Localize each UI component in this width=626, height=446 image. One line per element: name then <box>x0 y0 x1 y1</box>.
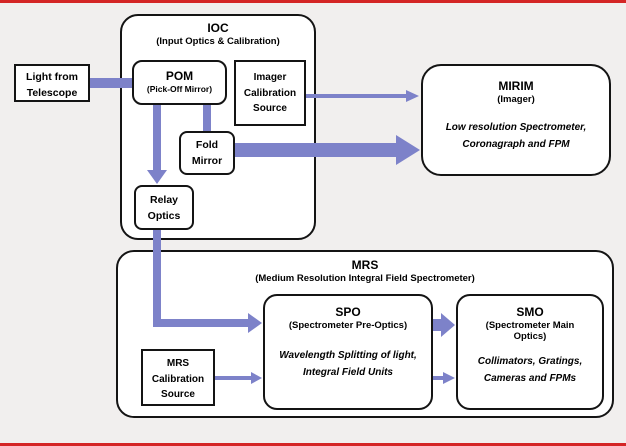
mirim-subtitle: (Imager) <box>497 94 535 105</box>
relay-optics-box: Relay Optics <box>134 185 194 230</box>
pom-box: POM (Pick-Off Mirror) <box>132 60 227 105</box>
mrscal-line2: Calibration <box>151 373 205 385</box>
smo-box: SMO (Spectrometer Main Optics) Collimato… <box>456 294 604 410</box>
fold-line1: Fold <box>195 139 219 151</box>
relay-optics-label: Relay Optics <box>136 193 192 225</box>
smo-title: SMO <box>516 305 544 319</box>
fold-mirror-box: Fold Mirror <box>179 131 235 175</box>
mrscal-line3: Source <box>161 389 195 400</box>
mrs-subtitle: (Medium Resolution Integral Field Spectr… <box>255 273 475 284</box>
mrs-calibration-source-label: MRS Calibration Source <box>143 356 213 403</box>
fold-mirror-label: Fold Mirror <box>181 138 233 170</box>
spo-box: SPO (Spectrometer Pre-Optics) Wavelength… <box>263 294 433 410</box>
mirim-description-line2: Coronagraph and FPM <box>462 139 570 151</box>
smo-description-line2: Cameras and FPMs <box>483 372 577 384</box>
smo-subtitle: (Spectrometer Main Optics) <box>485 320 575 343</box>
light-line2: Telescope <box>26 86 78 99</box>
top-border-line <box>0 0 626 3</box>
imgcal-line3: Source <box>253 103 287 114</box>
spo-description-line2: Integral Field Units <box>302 367 393 379</box>
fold-line2: Mirror <box>191 154 223 167</box>
light-from-telescope-label: Light from Telescope <box>16 70 88 102</box>
mirim-title: MIRIM <box>498 79 534 93</box>
relay-line1: Relay <box>149 194 179 206</box>
relay-line2: Optics <box>147 209 181 222</box>
bottom-border-line <box>0 443 626 446</box>
ioc-subtitle: (Input Optics & Calibration) <box>156 36 280 47</box>
mirim-description-line1: Low resolution Spectrometer, <box>445 122 587 134</box>
spo-subtitle: (Spectrometer Pre-Optics) <box>288 320 408 331</box>
mirim-description: Low resolution Spectrometer, Coronagraph… <box>423 119 609 153</box>
imager-calibration-source-label: Imager Calibration Source <box>236 70 304 117</box>
pom-title: POM <box>165 69 194 83</box>
spo-title: SPO <box>335 305 361 319</box>
smo-description: Collimators, Gratings, Cameras and FPMs <box>458 353 602 387</box>
imgcal-line2: Calibration <box>243 87 297 99</box>
light-line1: Light from <box>26 71 78 83</box>
light-from-telescope-box: Light from Telescope <box>14 64 90 102</box>
imgcal-line1: Imager <box>253 72 287 83</box>
mrs-title: MRS <box>351 258 379 272</box>
mrscal-line1: MRS <box>166 358 190 369</box>
spo-description-line1: Wavelength Splitting of light, <box>279 350 417 362</box>
ioc-title: IOC <box>207 21 229 35</box>
spo-description: Wavelength Splitting of light, Integral … <box>265 347 431 381</box>
imager-calibration-source-box: Imager Calibration Source <box>234 60 306 126</box>
pom-subtitle: (Pick-Off Mirror) <box>146 84 213 94</box>
smo-description-line1: Collimators, Gratings, <box>477 355 583 367</box>
mrs-calibration-source-box: MRS Calibration Source <box>141 349 215 406</box>
mirim-box: MIRIM (Imager) Low resolution Spectromet… <box>421 64 611 176</box>
arrow-imagercal-to-mirim <box>306 90 419 102</box>
